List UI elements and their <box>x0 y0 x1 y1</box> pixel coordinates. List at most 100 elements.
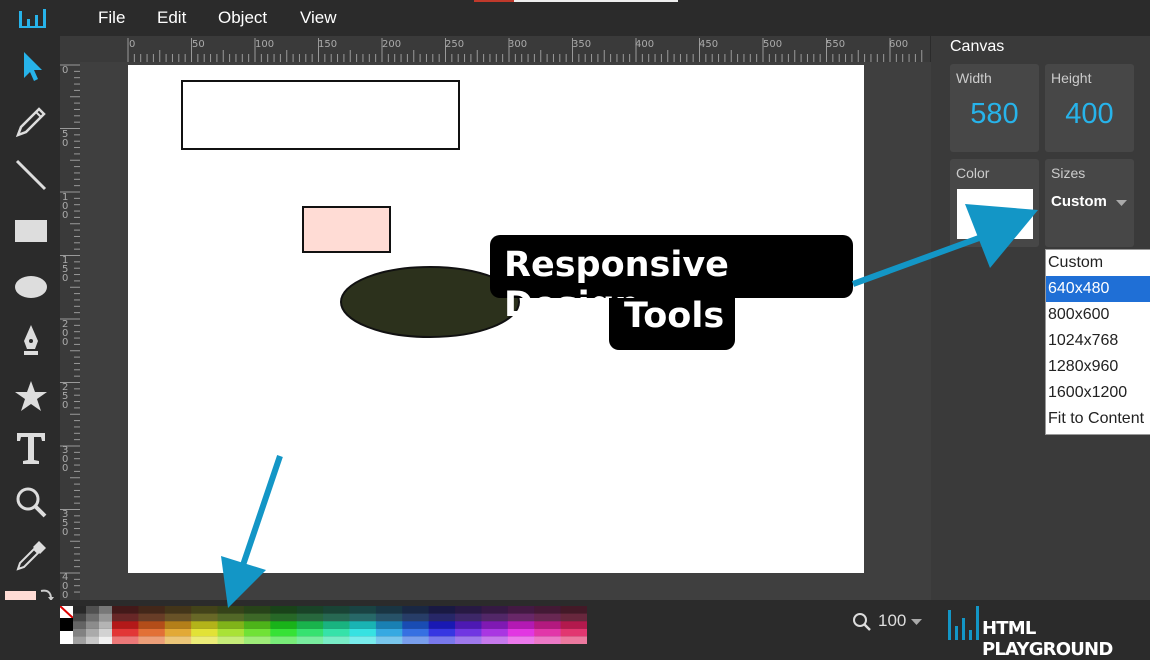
palette-swatch <box>428 628 456 637</box>
pen-tool[interactable] <box>12 321 50 359</box>
palette-swatch <box>73 606 86 614</box>
pencil-tool[interactable] <box>12 103 50 141</box>
menu-bar: File Edit Object View <box>0 0 1150 36</box>
palette-swatch <box>243 613 271 622</box>
menu-file[interactable]: File <box>98 8 126 27</box>
palette-swatch <box>73 628 86 637</box>
height-field[interactable]: Height 400 <box>1045 64 1134 152</box>
arrow-to-sizes-icon <box>965 204 1038 268</box>
palette-swatch <box>402 613 430 622</box>
eyedropper-tool[interactable] <box>12 537 50 575</box>
select-tool[interactable] <box>12 47 50 85</box>
ruler-label: 350 <box>62 509 69 538</box>
palette-swatch <box>428 606 456 614</box>
canvas-shapes <box>181 80 520 338</box>
sizes-select[interactable]: Custom <box>1051 193 1107 210</box>
menu-edit[interactable]: Edit <box>157 8 187 27</box>
palette-swatch <box>138 636 166 644</box>
palette-swatch <box>99 636 112 644</box>
drawing-canvas[interactable] <box>128 65 864 573</box>
palette-swatch <box>86 606 99 614</box>
size-option-1600x1200[interactable]: 1600x1200 <box>1048 384 1128 401</box>
horizontal-ruler: 0 50 100 150 200 250 300 350 400 450 500… <box>60 36 930 62</box>
ellipse-tool[interactable] <box>12 268 50 306</box>
zoom-icon <box>16 487 47 518</box>
palette-swatch <box>73 636 86 644</box>
ruler-label: 350 <box>572 39 592 50</box>
star-tool[interactable] <box>12 377 50 415</box>
size-option-800x600[interactable]: 800x600 <box>1048 306 1110 323</box>
top-accent <box>474 0 514 2</box>
palette-swatch <box>560 613 587 622</box>
line-tool[interactable] <box>12 156 50 194</box>
palette-swatch <box>375 628 403 637</box>
palette-swatch <box>99 621 112 629</box>
palette-swatch <box>534 606 562 614</box>
palette-swatch <box>375 613 403 622</box>
ruler-label: 500 <box>763 39 783 50</box>
pink-rectangle-shape[interactable] <box>302 206 391 253</box>
ellipse-shape[interactable] <box>340 266 520 338</box>
ruler-label: 100 <box>255 39 275 50</box>
palette-swatch <box>138 613 166 622</box>
palette-swatch <box>138 606 166 614</box>
palette-swatch <box>402 628 430 637</box>
menu-object[interactable]: Object <box>218 8 268 27</box>
palette-swatch <box>560 636 587 644</box>
width-value[interactable]: 580 <box>970 98 1019 130</box>
app-logo-icon[interactable] <box>18 7 48 29</box>
color-label: Color <box>956 165 990 181</box>
palette-swatch <box>560 621 587 629</box>
rectangle-shape[interactable] <box>181 80 460 150</box>
palette-swatch <box>73 613 86 622</box>
chevron-down-icon[interactable] <box>1116 200 1127 207</box>
palette-swatch <box>270 636 298 644</box>
swap-colors-icon[interactable] <box>38 586 56 604</box>
callout-line-2: Tools <box>624 296 725 336</box>
chevron-down-icon[interactable] <box>911 619 922 626</box>
ruler-label: 300 <box>508 39 528 50</box>
palette-swatch <box>217 606 245 614</box>
menu-view[interactable]: View <box>300 8 337 27</box>
palette-swatch <box>455 636 482 644</box>
rectangle-tool[interactable] <box>12 212 50 250</box>
palette-swatch <box>270 621 298 629</box>
color-palette[interactable] <box>60 606 587 644</box>
palette-swatch <box>375 636 403 644</box>
palette-swatch <box>112 606 139 614</box>
palette-swatch <box>217 621 245 629</box>
arrow-to-palette-icon <box>221 556 266 608</box>
vertical-ruler: 0 50 100 150 200 250 300 350 400 <box>60 62 80 601</box>
text-tool[interactable] <box>12 429 50 467</box>
size-option-1280x960[interactable]: 1280x960 <box>1048 358 1119 375</box>
palette-swatch <box>507 621 535 629</box>
palette-swatch <box>99 628 112 637</box>
text-icon <box>17 433 45 464</box>
palette-swatch <box>243 636 271 644</box>
palette-swatch <box>60 631 73 644</box>
palette-swatch <box>323 606 350 614</box>
ruler-label: 0 <box>129 39 136 50</box>
size-option-fit-to-content[interactable]: Fit to Content <box>1048 410 1145 427</box>
palette-swatch <box>402 621 430 629</box>
palette-swatch <box>455 621 482 629</box>
palette-swatch <box>112 628 139 637</box>
palette-swatch <box>217 613 245 622</box>
size-option-1024x768[interactable]: 1024x768 <box>1048 332 1119 349</box>
size-option-640x480[interactable]: 640x480 <box>1046 276 1150 302</box>
palette-swatch <box>428 636 456 644</box>
palette-swatch <box>73 621 86 629</box>
ruler-label: 450 <box>699 39 719 50</box>
palette-swatch <box>428 613 456 622</box>
palette-swatch <box>296 636 324 644</box>
palette-swatch <box>375 606 403 614</box>
ruler-label: 50 <box>192 39 205 50</box>
zoom-level[interactable]: 100 <box>878 611 907 630</box>
palette-swatch <box>138 621 166 629</box>
sizes-field[interactable]: Sizes Custom <box>1045 159 1134 247</box>
size-option-custom[interactable]: Custom <box>1048 254 1104 271</box>
height-value[interactable]: 400 <box>1065 98 1114 130</box>
zoom-tool[interactable] <box>12 483 50 521</box>
palette-swatch <box>112 636 139 644</box>
width-field[interactable]: Width 580 <box>950 64 1039 152</box>
